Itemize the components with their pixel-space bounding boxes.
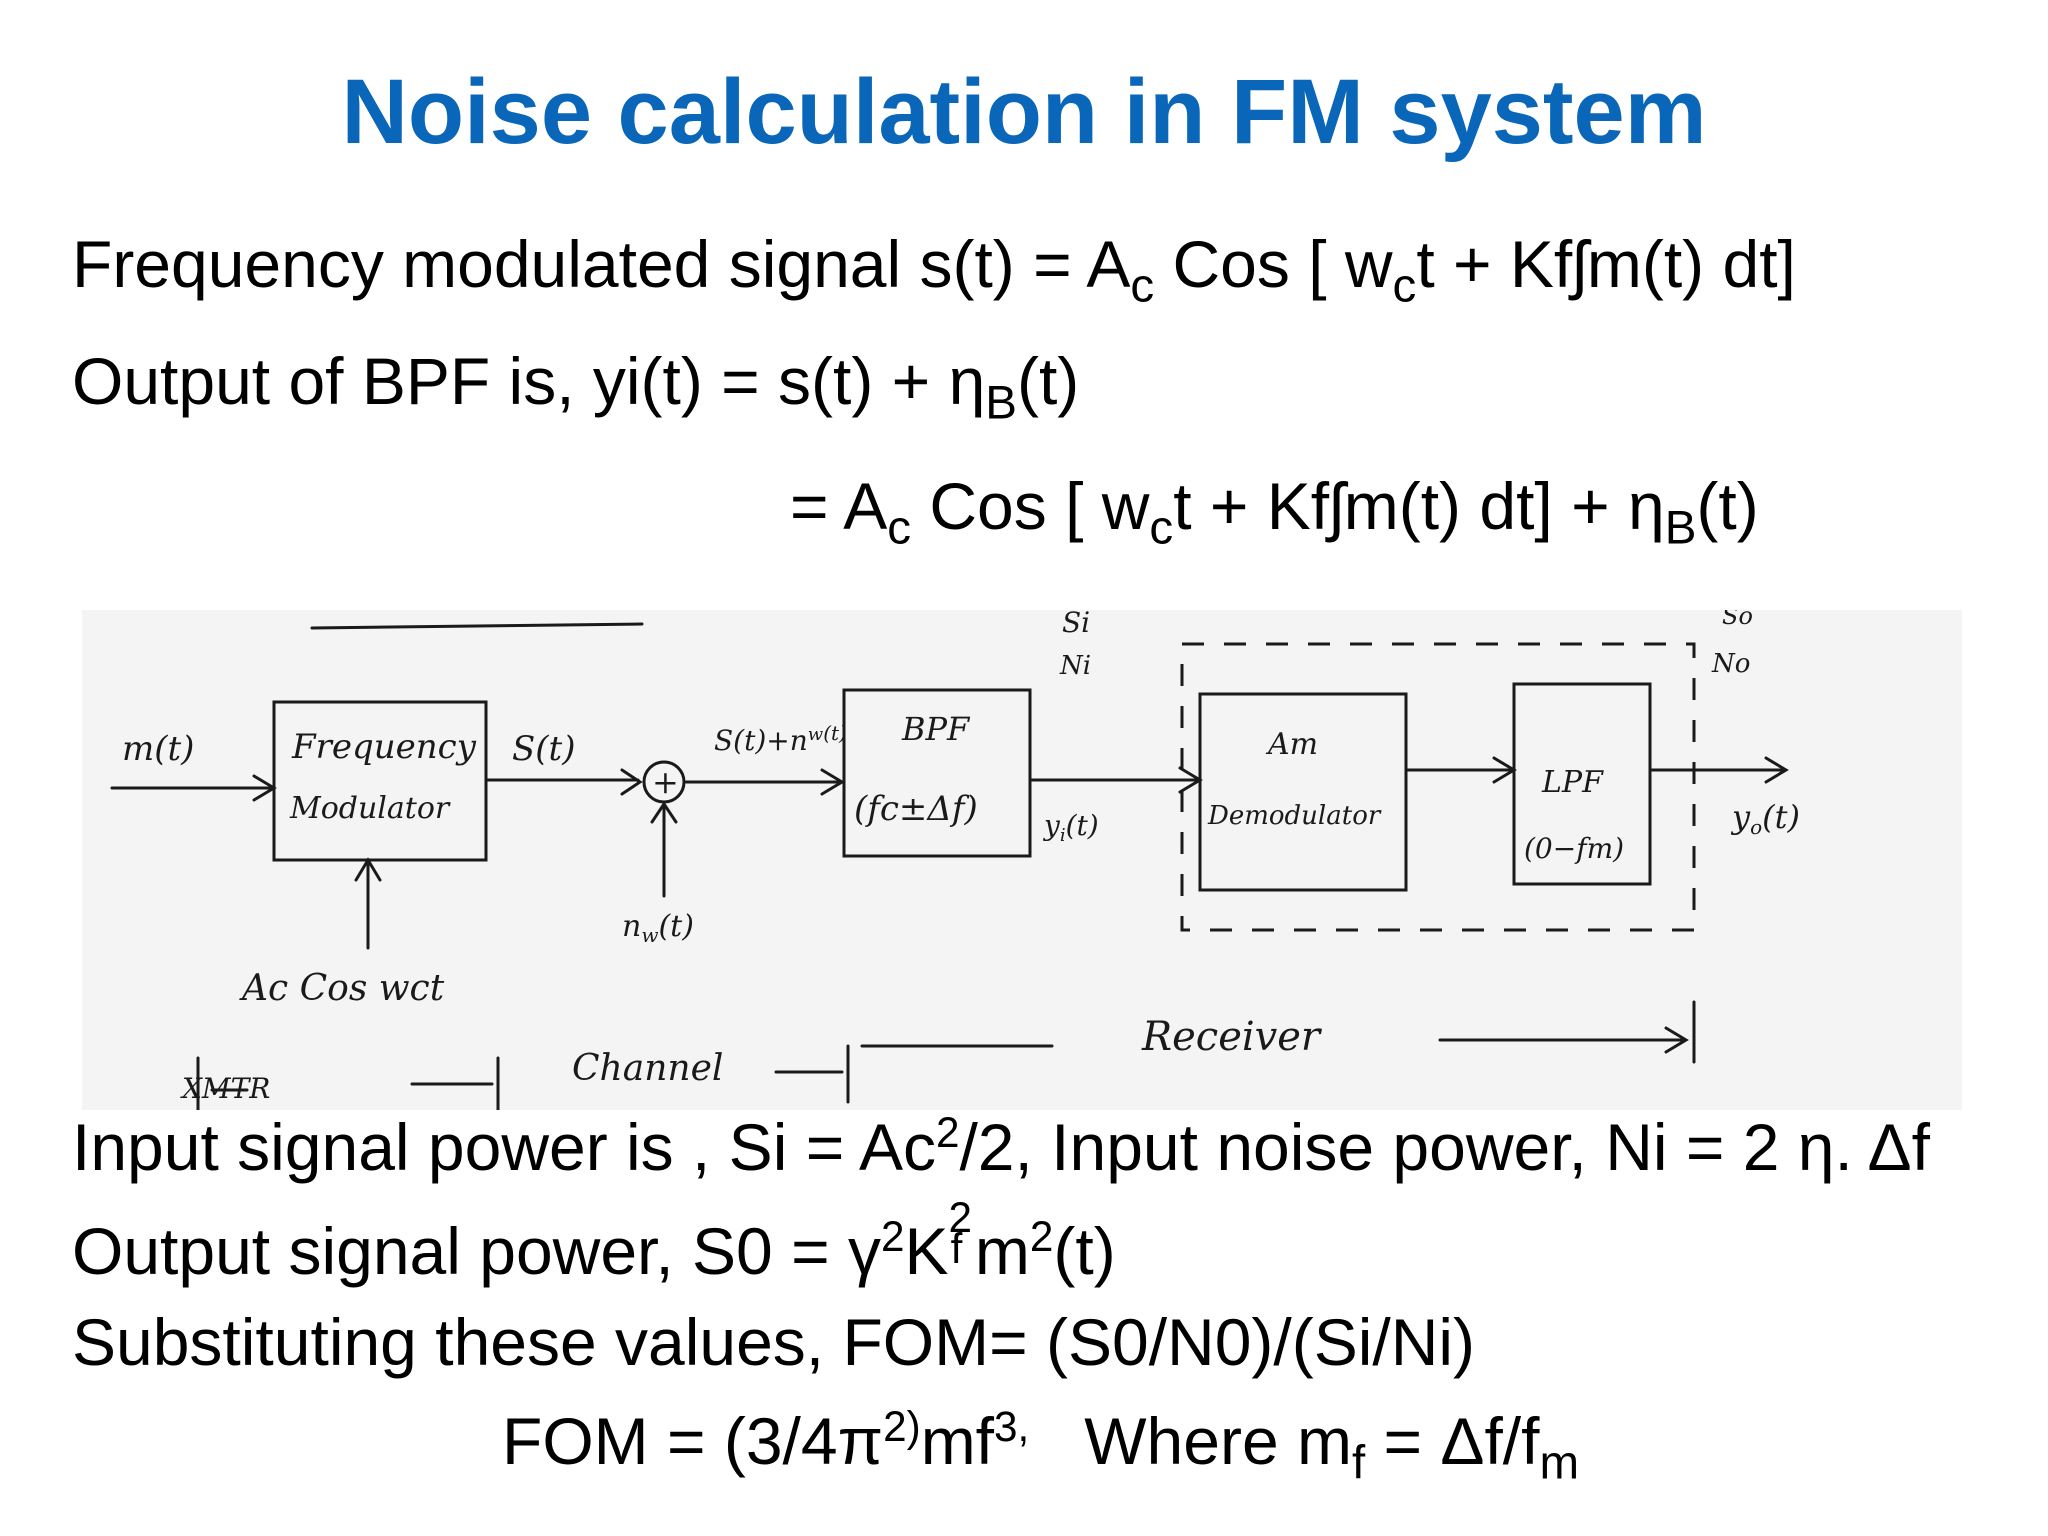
fm-signal-equation: Frequency modulated signal s(t) = Ac Cos… <box>72 227 1796 313</box>
receiver-label: Receiver <box>1141 1014 1323 1060</box>
demod-label-1: Am <box>1265 727 1318 762</box>
receiver-arrowhead <box>1664 1026 1689 1054</box>
carrier-label: Ac Cos wct <box>239 968 445 1009</box>
st-arrowhead <box>620 768 643 796</box>
channel-label: Channel <box>572 1048 723 1089</box>
lpf-block <box>1512 682 1652 886</box>
fom-substitution-line: Substituting these values, FOM= (S0/N0)/… <box>72 1305 1476 1379</box>
no-label: No <box>1711 649 1750 679</box>
fm-receiver-block-diagram: m(t) Frequency Modulator Ac Cos wct S(t)… <box>82 602 1962 1112</box>
stray-line <box>310 622 644 630</box>
output-arrowhead <box>1764 756 1789 784</box>
noise-label: nw(t) <box>622 909 694 947</box>
bpf-output-equation: Output of BPF is, yi(t) = s(t) + ηB(t) <box>72 344 1080 430</box>
block-diagram-svg: m(t) Frequency Modulator Ac Cos wct S(t)… <box>110 602 1800 1112</box>
freq-mod-label-2: Modulator <box>289 791 451 826</box>
frequency-modulator-block <box>272 700 488 862</box>
bpf-block <box>842 688 1032 858</box>
lpf-label-1: LPF <box>1541 765 1604 800</box>
adder-symbol: + <box>652 763 679 801</box>
lpf-label-2: (0−fm) <box>1524 832 1624 865</box>
bpf-output-expanded-equation: = Ac Cos [ wct + Kfʃm(t) dt] + ηB(t) <box>790 469 1759 555</box>
input-power-equation: Input signal power is , Si = Ac2/2, Inpu… <box>72 1109 1930 1185</box>
sum-label: S(t)+nw(t) <box>714 721 847 757</box>
freq-mod-label-1: Frequency <box>291 727 477 767</box>
demodulator-block <box>1198 692 1408 892</box>
fom-result-equation: FOM = (3/4π2)mf3, Where mf = Δf/fm <box>502 1403 1580 1490</box>
si-label: Si <box>1062 610 1090 639</box>
sum-arrowhead <box>820 768 845 796</box>
bpf-label-1: BPF <box>901 710 971 748</box>
carrier-arrowhead <box>354 857 382 882</box>
slide-title: Noise calculation in FM system <box>341 61 1707 163</box>
ni-label: Ni <box>1059 651 1091 681</box>
yo-label: yo(t) <box>1730 798 1800 839</box>
input-m-label: m(t) <box>122 729 194 769</box>
bpf-label-2: (fc±Δf) <box>854 789 978 829</box>
so-label: So <box>1722 610 1753 630</box>
noise-arrowhead <box>650 801 678 824</box>
demod-label-2: Demodulator <box>1207 801 1382 831</box>
receiver-dashed-boundary <box>1180 642 1696 932</box>
st-label: S(t) <box>512 729 575 769</box>
yi-label: yi(t) <box>1042 809 1099 846</box>
